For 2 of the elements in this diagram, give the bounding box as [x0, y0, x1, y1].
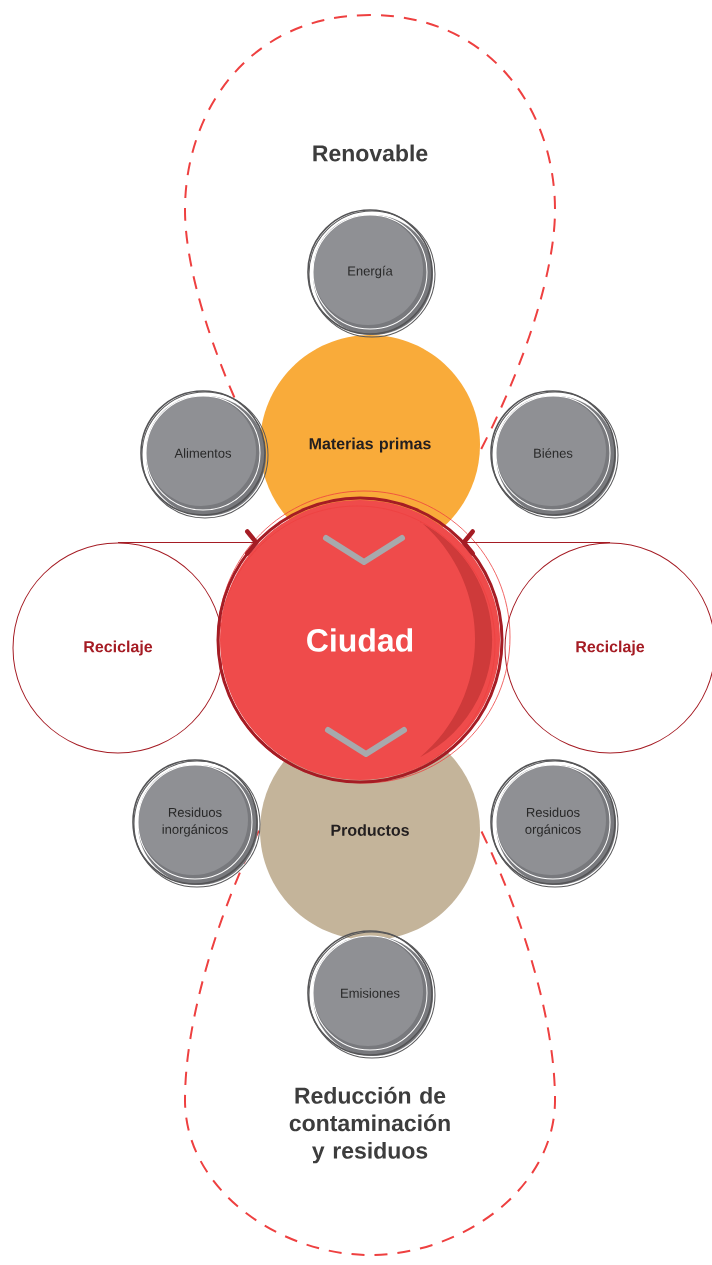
arrow	[117, 529, 259, 556]
arrow	[461, 529, 611, 556]
